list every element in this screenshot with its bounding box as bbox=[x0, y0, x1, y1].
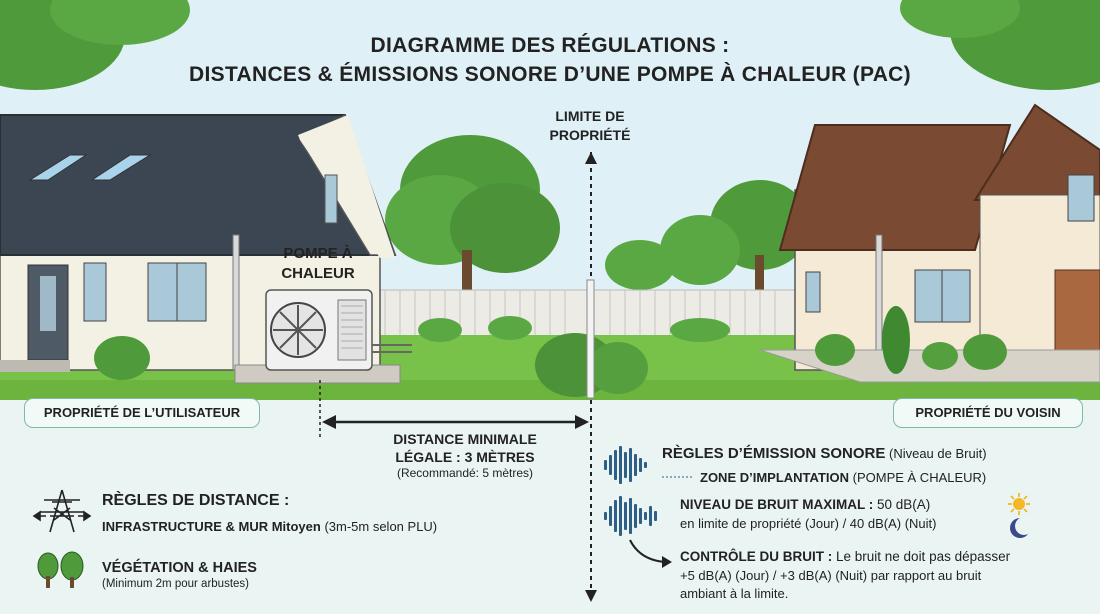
trees-icon bbox=[37, 551, 84, 588]
sound-wave-icon bbox=[604, 446, 647, 484]
moon-icon bbox=[1010, 518, 1028, 538]
vegetation-rule-detail: (Minimum 2m pour arbustes) bbox=[102, 578, 249, 590]
infrastructure-rule: INFRASTRUCTURE & MUR Mitoyen (3m-5m selo… bbox=[102, 519, 438, 534]
sun-icon bbox=[1008, 493, 1030, 515]
neighbor-property-badge: PROPRIÉTÉ DU VOISIN bbox=[893, 398, 1083, 428]
heat-pump-unit bbox=[265, 289, 412, 371]
pylon-icon bbox=[32, 489, 92, 533]
noise-control-line-2: +5 dB(A) (Jour) / +3 dB(A) (Nuit) par ra… bbox=[680, 568, 982, 583]
recommended-distance-note: (Recommandé: 5 mètres) bbox=[396, 466, 534, 480]
noise-rules-title: RÈGLES D’ÉMISSION SONORE (Niveau de Brui… bbox=[662, 445, 987, 462]
title-line-1: DIAGRAMME DES RÉGULATIONS : bbox=[370, 34, 730, 57]
installation-zone: ZONE D’IMPLANTATION (POMPE À CHALEUR) bbox=[700, 470, 987, 485]
property-limit-label: LIMITE DE PROPRIÉTÉ bbox=[549, 108, 631, 143]
user-house bbox=[0, 113, 401, 384]
corner-trees bbox=[0, 0, 1100, 90]
neighbor-house bbox=[759, 103, 1100, 383]
distance-rules-title: RÈGLES DE DISTANCE : bbox=[102, 492, 290, 509]
minimum-distance-label: DISTANCE MINIMALE LÉGALE : 3 MÈTRES bbox=[393, 431, 537, 465]
distance-arrow bbox=[322, 415, 589, 429]
heat-pump-label: POMPE À CHALEUR bbox=[281, 245, 355, 282]
property-limit-line bbox=[585, 152, 597, 602]
noise-control-line-3: ambiant à la limite. bbox=[680, 586, 789, 601]
hedges bbox=[418, 316, 730, 397]
max-noise-level: NIVEAU DE BRUIT MAXIMAL : 50 dB(A) bbox=[680, 497, 931, 512]
max-noise-level-detail: en limite de propriété (Jour) / 40 dB(A)… bbox=[680, 516, 937, 531]
title-line-2: DISTANCES & ÉMISSIONS SONORE D’UNE POMPE… bbox=[189, 63, 911, 86]
vegetation-rule-title: VÉGÉTATION & HAIES bbox=[102, 560, 257, 576]
curved-arrow-icon bbox=[629, 539, 672, 568]
sound-wave-icon bbox=[604, 496, 657, 536]
user-property-badge: PROPRIÉTÉ DE L’UTILISATEUR bbox=[24, 398, 260, 428]
noise-control: CONTRÔLE DU BRUIT : Le bruit ne doit pas… bbox=[680, 549, 1011, 564]
info-panel bbox=[0, 400, 1100, 614]
